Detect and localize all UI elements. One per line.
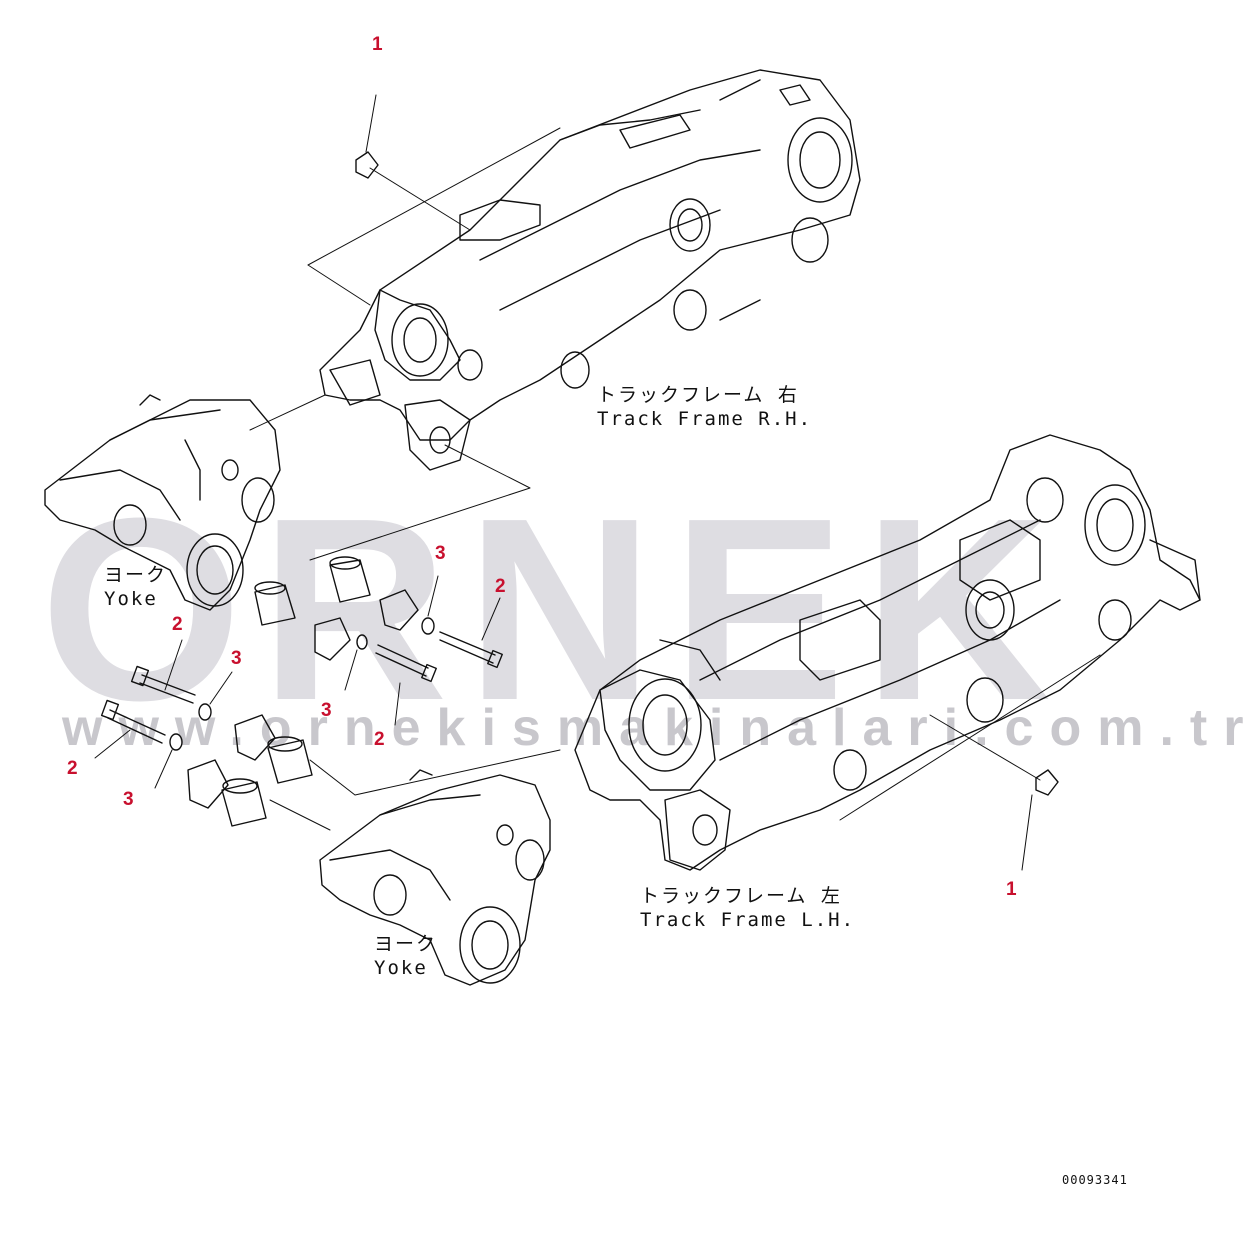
bushings	[221, 556, 371, 827]
yoke-lower-label: ヨーク Yoke	[374, 932, 437, 980]
watermark-url: www.ornekismakinalari.com.tr	[62, 699, 1243, 757]
callout-1-plug-lh: 1	[1006, 879, 1017, 900]
callout-2-bolt-c: 2	[374, 729, 385, 750]
leader-lines	[94, 94, 1101, 871]
track-frame-rh-label: トラックフレーム 右 Track Frame R.H.	[597, 383, 812, 431]
track-frame-lh-label-jp: トラックフレーム 左	[640, 885, 842, 907]
track-frame-rh-drawing	[319, 69, 861, 471]
callout-3-washer-d: 3	[123, 789, 134, 810]
yoke-upper-label-en: Yoke	[104, 588, 158, 610]
track-frame-lh-label: トラックフレーム 左 Track Frame L.H.	[640, 884, 855, 932]
yoke-upper-drawing	[44, 394, 281, 611]
bolts	[100, 631, 503, 744]
track-frame-rh-label-jp: トラックフレーム 右	[597, 384, 799, 406]
track-frame-lh-drawing	[574, 434, 1201, 871]
track-frame-lh-label-en: Track Frame L.H.	[640, 909, 856, 931]
callout-3-washer-b: 3	[231, 648, 242, 669]
yoke-lower-label-jp: ヨーク	[374, 933, 438, 955]
callout-3-washer-c: 3	[321, 700, 332, 721]
callout-2-bolt-d: 2	[67, 758, 78, 779]
washers	[169, 617, 435, 751]
callout-1-plug-rh: 1	[372, 34, 383, 55]
drawing-number: 00093341	[1062, 1173, 1128, 1187]
yoke-upper-label-jp: ヨーク	[104, 564, 168, 586]
yoke-lower-label-en: Yoke	[374, 957, 428, 979]
track-frame-rh-label-en: Track Frame R.H.	[597, 408, 813, 430]
callout-2-bolt-a: 2	[495, 576, 506, 597]
yoke-lower-drawing	[319, 769, 551, 986]
callout-3-washer-a: 3	[435, 543, 446, 564]
yoke-upper-label: ヨーク Yoke	[104, 563, 167, 611]
plugs	[355, 151, 1059, 796]
callout-2-bolt-b: 2	[172, 614, 183, 635]
caps	[187, 589, 419, 809]
